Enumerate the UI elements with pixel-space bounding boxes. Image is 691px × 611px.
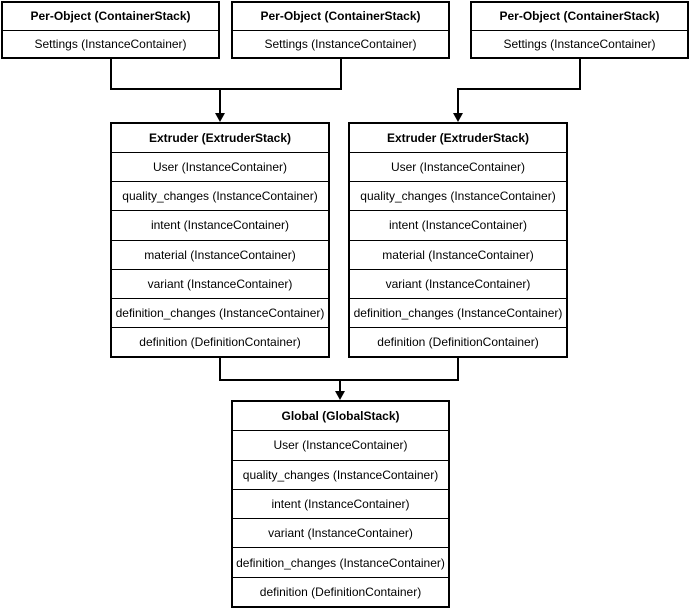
connector-line: [110, 58, 112, 89]
global-stack-row-definition-changes: definition_changes (InstanceContainer): [233, 547, 448, 577]
per-object-stack-3-title: Per-Object (ContainerStack): [472, 3, 687, 30]
per-object-stack-1-row-settings: Settings (InstanceContainer): [3, 29, 218, 57]
extruder-stack-1-row-quality-changes: quality_changes (InstanceContainer): [112, 181, 328, 211]
per-object-stack-3: Per-Object (ContainerStack) Settings (In…: [470, 1, 689, 59]
extruder-stack-2-row-user: User (InstanceContainer): [350, 152, 566, 182]
connector-line: [458, 88, 581, 90]
arrowhead-down-icon: [215, 113, 225, 122]
extruder-stack-1-row-variant: variant (InstanceContainer): [112, 268, 328, 298]
per-object-stack-2-row-settings: Settings (InstanceContainer): [233, 29, 448, 57]
arrowhead-down-icon: [335, 391, 345, 400]
extruder-stack-2-title: Extruder (ExtruderStack): [350, 124, 566, 153]
per-object-stack-2-title: Per-Object (ContainerStack): [233, 3, 448, 30]
connector-line: [219, 88, 221, 114]
extruder-stack-2-row-definition: definition (DefinitionContainer): [350, 326, 566, 356]
connector-line: [457, 88, 459, 114]
extruder-stack-1-row-intent: intent (InstanceContainer): [112, 210, 328, 240]
connector-line: [457, 357, 459, 381]
connector-line: [579, 58, 581, 89]
global-stack-row-intent: intent (InstanceContainer): [233, 488, 448, 519]
connector-line: [339, 379, 341, 393]
extruder-stack-1-row-definition: definition (DefinitionContainer): [112, 326, 328, 356]
extruder-stack-1-title: Extruder (ExtruderStack): [112, 124, 328, 153]
extruder-stack-2-row-variant: variant (InstanceContainer): [350, 268, 566, 298]
connector-line: [219, 357, 221, 381]
global-stack-row-user: User (InstanceContainer): [233, 430, 448, 460]
extruder-stack-2: Extruder (ExtruderStack) User (InstanceC…: [348, 122, 568, 358]
global-stack-row-definition: definition (DefinitionContainer): [233, 576, 448, 606]
extruder-stack-2-row-material: material (InstanceContainer): [350, 239, 566, 269]
global-stack-title: Global (GlobalStack): [233, 402, 448, 431]
extruder-stack-1-row-user: User (InstanceContainer): [112, 152, 328, 182]
extruder-stack-2-row-quality-changes: quality_changes (InstanceContainer): [350, 181, 566, 211]
extruder-stack-1-row-definition-changes: definition_changes (InstanceContainer): [112, 297, 328, 327]
global-stack-row-variant: variant (InstanceContainer): [233, 518, 448, 548]
per-object-stack-1: Per-Object (ContainerStack) Settings (In…: [1, 1, 220, 59]
connector-line: [340, 58, 342, 89]
extruder-stack-2-row-intent: intent (InstanceContainer): [350, 210, 566, 240]
global-stack-row-quality-changes: quality_changes (InstanceContainer): [233, 459, 448, 489]
global-stack: Global (GlobalStack) User (InstanceConta…: [231, 400, 450, 608]
per-object-stack-2: Per-Object (ContainerStack) Settings (In…: [231, 1, 450, 59]
extruder-stack-1: Extruder (ExtruderStack) User (InstanceC…: [110, 122, 330, 358]
connector-line: [110, 88, 342, 90]
per-object-stack-3-row-settings: Settings (InstanceContainer): [472, 29, 687, 57]
extruder-stack-2-row-definition-changes: definition_changes (InstanceContainer): [350, 297, 566, 327]
extruder-stack-1-row-material: material (InstanceContainer): [112, 239, 328, 269]
arrowhead-down-icon: [453, 113, 463, 122]
per-object-stack-1-title: Per-Object (ContainerStack): [3, 3, 218, 30]
